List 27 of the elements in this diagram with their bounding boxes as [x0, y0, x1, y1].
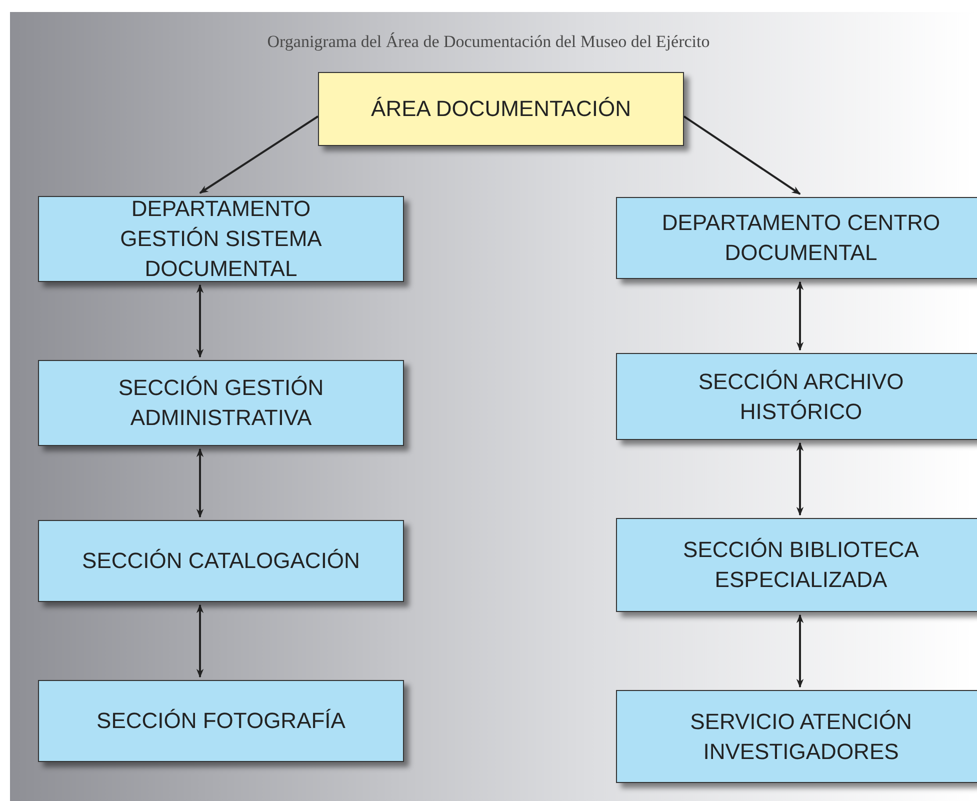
arrow: [196, 284, 204, 358]
org-box: [38, 680, 404, 762]
box-label: SECCIÓN FOTOGRAFÍA: [96, 707, 346, 736]
org-box: [616, 690, 977, 783]
org-box: [38, 196, 404, 282]
arrow: [199, 116, 319, 194]
box-label: DEPARTAMENTO CENTRO DOCUMENTAL: [660, 209, 942, 267]
box-label: SERVICIO ATENCIÓN INVESTIGADORES: [689, 708, 913, 766]
org-box: [616, 353, 977, 440]
box-label: SECCIÓN CATALOGACIÓN: [82, 547, 360, 576]
diagram-title: Organigrama del Área de Documentación del Museo del Ejército: [266, 32, 711, 52]
arrow: [196, 604, 204, 678]
org-box: [616, 518, 977, 612]
arrow: [796, 281, 804, 351]
arrow: [796, 614, 804, 688]
box-label: ÁREA DOCUMENTACIÓN: [371, 95, 631, 124]
box-label: SECCIÓN BIBLIOTECA ESPECIALIZADA: [682, 536, 920, 594]
org-box: [38, 360, 404, 446]
box-label: DEPARTAMENTO GESTIÓN SISTEMA DOCUMENTAL: [119, 195, 323, 283]
arrow: [196, 448, 204, 518]
org-box: [616, 197, 977, 279]
arrow: [796, 442, 804, 516]
arrow: [683, 116, 801, 195]
box-label: SECCIÓN GESTIÓN ADMINISTRATIVA: [117, 374, 325, 432]
org-box: [318, 72, 684, 146]
box-label: SECCIÓN ARCHIVO HISTÓRICO: [697, 368, 905, 426]
org-box: [38, 520, 404, 602]
